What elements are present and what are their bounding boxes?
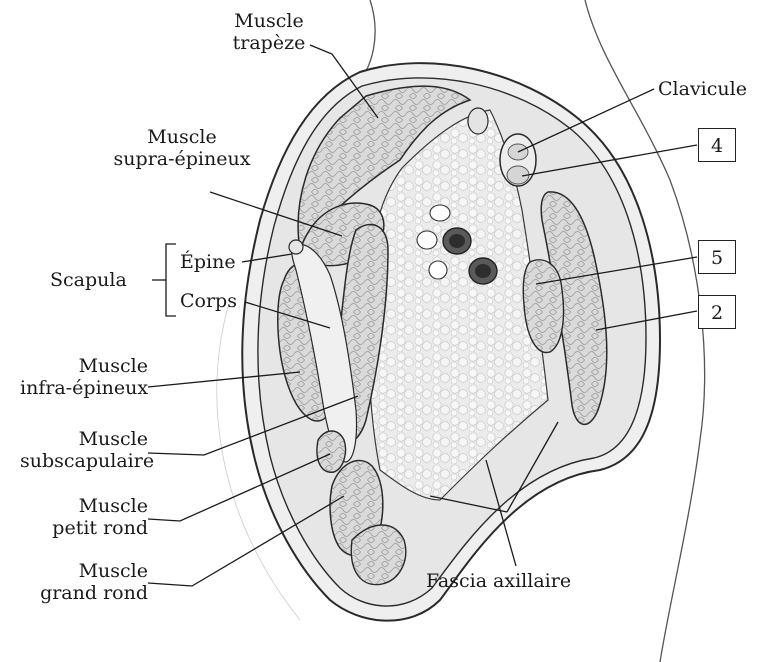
label-fascia-axillaire: Fascia axillaire — [426, 570, 571, 592]
callout-box-4: 4 — [698, 128, 736, 162]
nerve-3 — [429, 261, 447, 279]
latissimus-muscle — [351, 525, 405, 585]
teres-minor-muscle — [317, 431, 346, 472]
nerve-1 — [430, 205, 450, 221]
label-infra-epineux: Muscle infra-épineux — [20, 355, 148, 399]
label-epine: Épine — [180, 251, 236, 273]
label-trapeze: Muscle trapèze — [224, 10, 314, 54]
label-supra-epineux: Muscle supra-épineux — [92, 126, 272, 170]
scapula-spine — [289, 240, 303, 254]
label-petit-rond: Muscle petit rond — [20, 495, 148, 539]
label-scapula: Scapula — [50, 269, 127, 291]
callout-box-5: 5 — [698, 240, 736, 274]
label-corps: Corps — [180, 290, 237, 312]
scapula-bracket — [152, 244, 176, 316]
callout-box-2: 2 — [698, 295, 736, 329]
label-grand-rond: Muscle grand rond — [20, 560, 148, 604]
label-clavicule: Clavicule — [658, 78, 747, 100]
nerve-2 — [417, 231, 437, 249]
label-subscapulaire: Muscle subscapulaire — [20, 428, 148, 472]
